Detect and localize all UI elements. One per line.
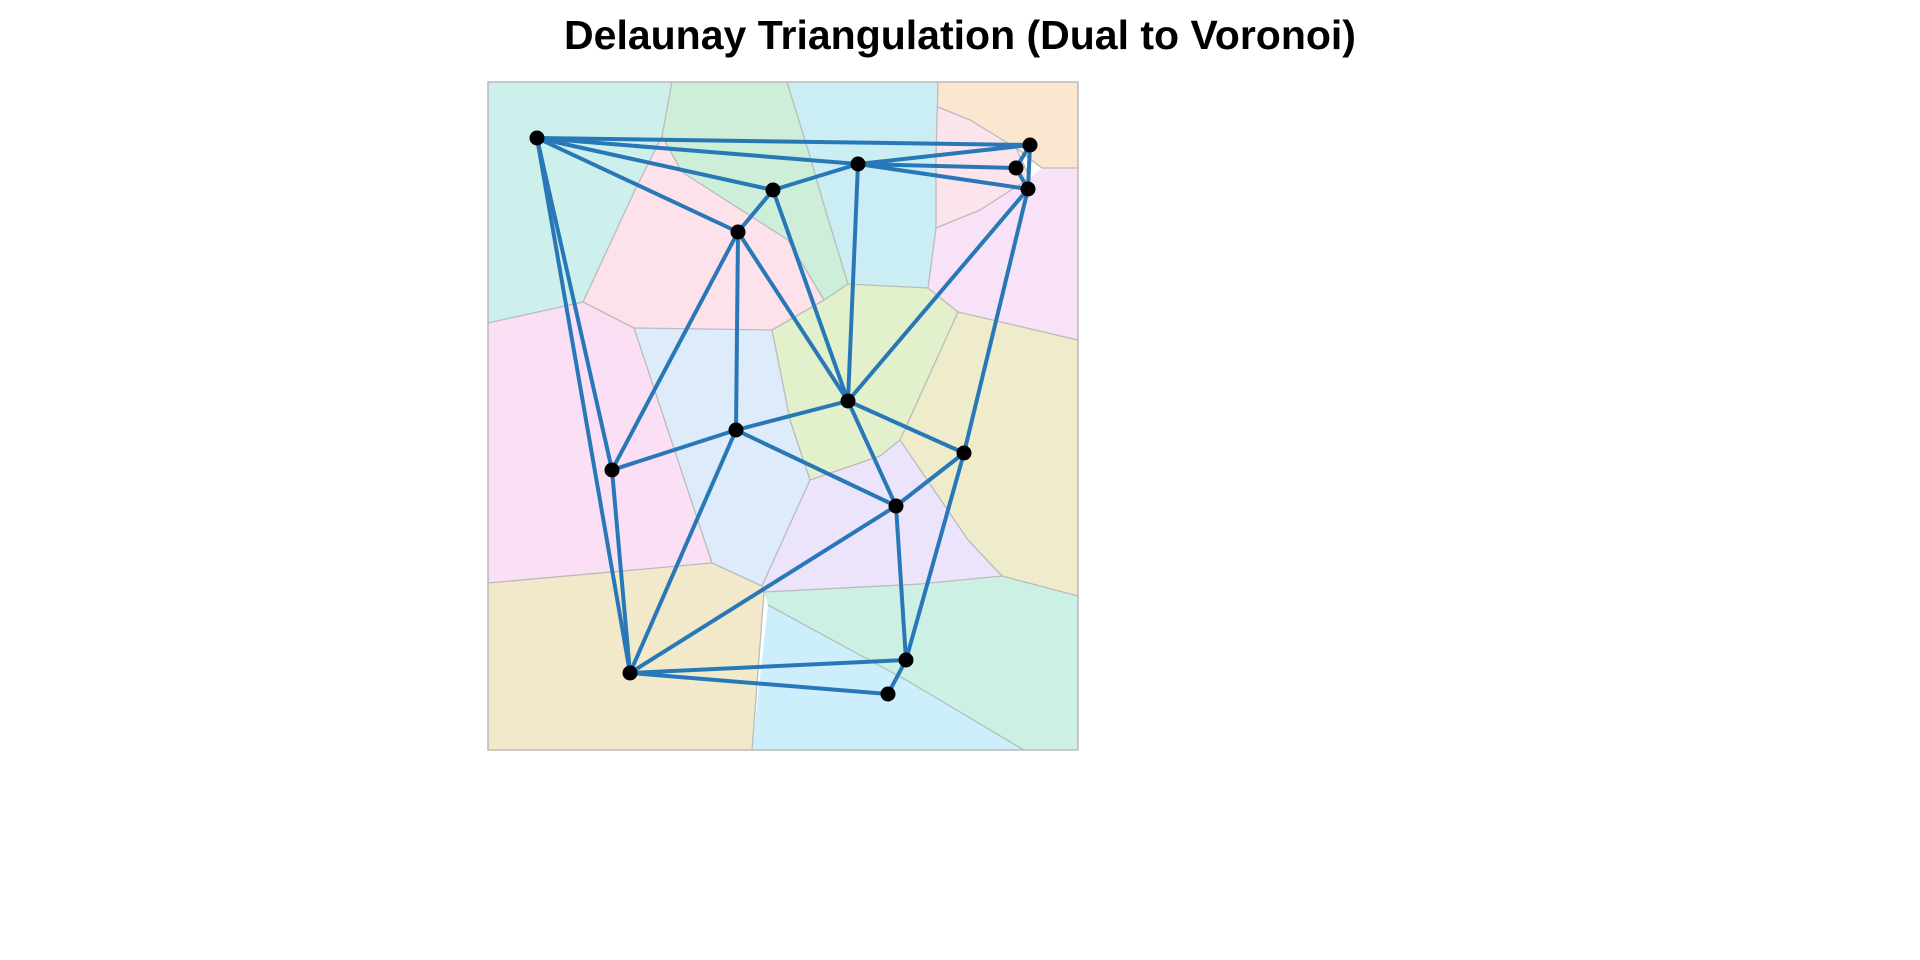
delaunay-points	[529, 130, 1038, 702]
delaunay-edge	[846, 399, 898, 508]
voronoi-border	[823, 283, 849, 301]
voronoi-border	[582, 301, 635, 329]
delaunay-edge	[535, 136, 1032, 147]
delaunay-edge	[894, 451, 966, 508]
voronoi-border	[979, 177, 1031, 211]
delaunay-point	[622, 665, 638, 681]
delaunay-point	[1022, 137, 1038, 153]
delaunay-point	[604, 462, 620, 478]
delaunay-point	[880, 686, 896, 702]
delaunay-edge	[610, 468, 632, 675]
delaunay-edge	[736, 188, 775, 234]
delaunay-edge	[846, 187, 1030, 403]
voronoi-border	[1001, 575, 1079, 597]
voronoi-cell	[488, 302, 712, 583]
delaunay-edge	[856, 162, 1018, 170]
delaunay-edge	[535, 136, 860, 166]
voronoi-border	[582, 187, 637, 303]
delaunay-edge	[734, 428, 898, 508]
voronoi-border	[789, 419, 811, 481]
delaunay-edge	[535, 136, 632, 675]
delaunay-point	[898, 652, 914, 668]
plot-frame	[487, 81, 1079, 751]
voronoi-border	[899, 439, 969, 541]
voronoi-border	[957, 311, 1079, 341]
voronoi-cell	[928, 168, 1078, 340]
voronoi-border	[763, 583, 921, 593]
delaunay-edge	[846, 399, 966, 455]
delaunay-edge	[856, 162, 1030, 191]
voronoi-border	[786, 81, 809, 151]
delaunay-point	[1008, 160, 1024, 176]
delaunay-point	[888, 498, 904, 514]
delaunay-point	[956, 445, 972, 461]
voronoi-border	[761, 479, 811, 587]
voronoi-border	[633, 327, 713, 564]
delaunay-edge	[610, 428, 738, 472]
voronoi-cell	[583, 136, 824, 330]
delaunay-edge	[610, 230, 740, 472]
voronoi-border	[661, 135, 683, 173]
voronoi-border	[935, 209, 981, 229]
delaunay-edge	[535, 136, 740, 234]
delaunay-edge	[628, 671, 890, 696]
delaunay-point	[728, 422, 744, 438]
voronoi-border	[905, 679, 1025, 751]
delaunay-edge	[894, 504, 908, 662]
voronoi-border	[767, 604, 907, 681]
voronoi-border	[879, 439, 901, 457]
delaunay-edge	[535, 136, 614, 472]
delaunay-point	[850, 156, 866, 172]
delaunay-point	[529, 130, 545, 146]
delaunay-edge	[904, 451, 966, 662]
voronoi-border	[967, 539, 1003, 577]
delaunay-point	[765, 182, 781, 198]
voronoi-border	[899, 311, 959, 441]
voronoi-cell	[634, 328, 810, 586]
delaunay-edge	[771, 188, 850, 403]
figure-title: Delaunay Triangulation (Dual to Voronoi)	[564, 12, 1356, 58]
delaunay-edge	[628, 504, 898, 675]
voronoi-border	[825, 211, 849, 285]
delaunay-point	[840, 393, 856, 409]
delaunay-edge	[771, 162, 860, 192]
voronoi-border	[661, 81, 673, 137]
voronoi-border	[751, 591, 765, 751]
delaunay-edge	[856, 143, 1032, 166]
voronoi-border	[927, 287, 959, 313]
voronoi-border	[681, 171, 789, 241]
delaunay-edge	[535, 136, 775, 192]
voronoi-cell	[900, 312, 1078, 596]
voronoi-cell	[752, 605, 1024, 750]
voronoi-cell	[764, 576, 1078, 750]
voronoi-border	[633, 327, 773, 331]
delaunay-edge	[734, 399, 850, 432]
voronoi-border	[919, 575, 1003, 585]
delaunay-edge	[628, 428, 738, 675]
voronoi-cell	[787, 82, 938, 288]
delaunay-edge	[734, 230, 740, 432]
voronoi-border	[711, 562, 763, 587]
voronoi-border	[927, 227, 937, 289]
delaunay-point	[730, 224, 746, 240]
delaunay-edge	[846, 162, 860, 403]
delaunay-edge	[736, 230, 850, 403]
voronoi-border	[771, 329, 791, 421]
voronoi-cell	[662, 82, 848, 300]
delaunay-point	[1020, 181, 1036, 197]
voronoi-border	[937, 106, 971, 121]
voronoi-border	[809, 455, 881, 481]
delaunay-edge	[962, 187, 1030, 455]
delaunay-edge	[628, 658, 908, 675]
voronoi-border	[847, 283, 929, 289]
voronoi-cell	[938, 82, 1078, 168]
